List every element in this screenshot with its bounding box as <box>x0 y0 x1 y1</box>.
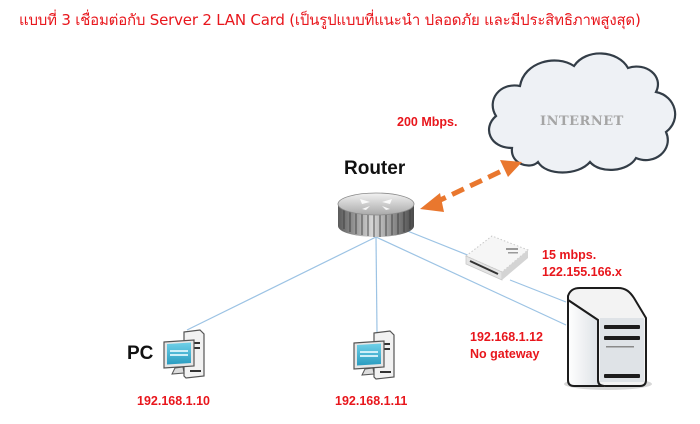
diagram-title: แบบที่ 3 เชื่อมต่อกับ Server 2 LAN Card … <box>19 11 641 29</box>
internet-cloud-icon <box>488 52 677 174</box>
server-lan-ip-label: 192.168.1.12 <box>470 330 543 344</box>
link-router-pc1 <box>186 236 377 331</box>
link-lines <box>186 229 567 333</box>
link-router-modem <box>404 229 471 257</box>
link-modem-server <box>509 279 567 303</box>
pc2-ip-label: 192.168.1.11 <box>335 394 408 408</box>
link-router-server <box>375 236 567 326</box>
pc2-desktop-icon <box>353 330 395 380</box>
bidirectional-arrow-icon <box>420 160 522 212</box>
router-icon <box>337 192 415 237</box>
modem-icon <box>465 235 529 281</box>
wan-ip-label: 122.155.166.x <box>542 265 622 279</box>
pc1-ip-label: 192.168.1.10 <box>137 394 210 408</box>
internet-speed-label: 200 Mbps. <box>397 115 458 129</box>
server-icon <box>564 287 652 390</box>
internet-label: INTERNET <box>540 114 624 129</box>
link-router-pc2 <box>375 236 378 333</box>
server-gateway-note: No gateway <box>470 347 540 361</box>
modem-speed-label: 15 mbps. <box>542 248 597 262</box>
pc-label: PC <box>127 343 154 364</box>
router-label: Router <box>344 158 406 179</box>
pc1-desktop-icon <box>163 329 205 379</box>
